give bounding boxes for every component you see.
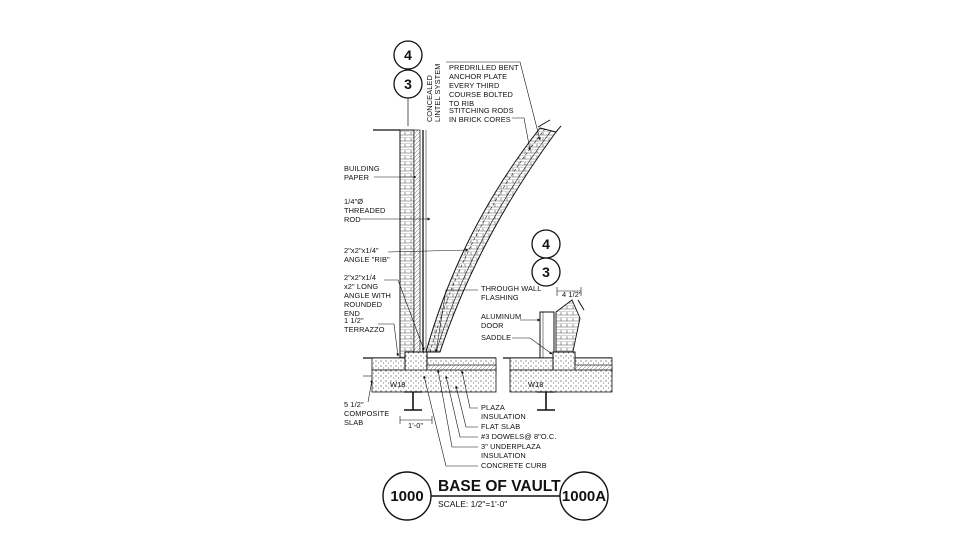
note-through-wall-flashing: THROUGH WALL FLASHING xyxy=(434,284,541,353)
svg-text:ALUMINUM: ALUMINUM xyxy=(481,312,521,321)
detail-scale: SCALE: 1/2"=1'-0" xyxy=(438,499,507,509)
svg-text:INSULATION: INSULATION xyxy=(481,451,526,460)
vault-arc xyxy=(425,119,562,353)
svg-text:1/4"Ø: 1/4"Ø xyxy=(344,197,363,206)
door-detail xyxy=(503,287,613,411)
svg-text:STITCHING RODS: STITCHING RODS xyxy=(449,106,514,115)
svg-text:END: END xyxy=(344,309,360,318)
svg-text:PREDRILLED BENT: PREDRILLED BENT xyxy=(449,63,519,72)
note-flat-slab: FLAT SLAB xyxy=(455,385,520,431)
note-stitching-rods: STITCHING RODS IN BRICK CORES xyxy=(449,106,532,151)
callout-top-lower: 3 xyxy=(404,76,412,92)
svg-text:SLAB: SLAB xyxy=(344,418,363,427)
svg-text:PLAZA: PLAZA xyxy=(481,403,505,412)
svg-text:2"x2"x1/4: 2"x2"x1/4 xyxy=(344,273,376,282)
svg-text:ANGLE "RIB": ANGLE "RIB" xyxy=(344,255,390,264)
svg-text:FLAT SLAB: FLAT SLAB xyxy=(481,422,520,431)
callout-top: 4 3 xyxy=(393,40,423,126)
callout-mid-upper: 4 xyxy=(542,236,550,252)
svg-text:COMPOSITE: COMPOSITE xyxy=(344,409,389,418)
note-long-angle: 2"x2"x1/4 x2" LONG ANGLE WITH ROUNDED EN… xyxy=(344,273,425,351)
callout-top-upper: 4 xyxy=(404,47,412,63)
svg-text:DOOR: DOOR xyxy=(481,321,504,330)
svg-text:ROUNDED: ROUNDED xyxy=(344,300,382,309)
svg-text:TERRAZZO: TERRAZZO xyxy=(344,325,385,334)
svg-text:PAPER: PAPER xyxy=(344,173,369,182)
svg-text:3" UNDERPLAZA: 3" UNDERPLAZA xyxy=(481,442,541,451)
ref-left: 1000 xyxy=(390,488,423,505)
svg-text:5 1/2": 5 1/2" xyxy=(344,400,364,409)
svg-text:2"x2"x1/4": 2"x2"x1/4" xyxy=(344,246,379,255)
svg-text:ANGLE WITH: ANGLE WITH xyxy=(344,291,391,300)
ref-right: 1000A xyxy=(562,488,606,505)
detail-title: BASE OF VAULT xyxy=(438,478,561,495)
beam-label-right: W18 xyxy=(528,380,544,389)
svg-text:ROD: ROD xyxy=(344,215,361,224)
note-aluminum-door: ALUMINUM DOOR xyxy=(481,312,541,330)
svg-text:x2" LONG: x2" LONG xyxy=(344,282,378,291)
note-anchor-plate: PREDRILLED BENT ANCHOR PLATE EVERY THIRD… xyxy=(446,61,541,141)
beam-label-left: W18 xyxy=(390,380,406,389)
svg-text:CONCEALED: CONCEALED xyxy=(425,75,434,122)
note-concrete-curb: CONCRETE CURB xyxy=(423,375,547,470)
svg-text:ANCHOR PLATE: ANCHOR PLATE xyxy=(449,72,507,81)
svg-text:FLASHING: FLASHING xyxy=(481,293,519,302)
svg-text:BUILDING: BUILDING xyxy=(344,164,380,173)
note-underplaza-insulation: 3" UNDERPLAZA INSULATION xyxy=(436,369,541,460)
svg-text:SADDLE: SADDLE xyxy=(481,333,511,342)
svg-text:INSULATION: INSULATION xyxy=(481,412,526,421)
svg-text:#3 DOWELS@ 8"O.C.: #3 DOWELS@ 8"O.C. xyxy=(481,432,557,441)
svg-text:LINTEL SYSTEM: LINTEL SYSTEM xyxy=(433,63,442,122)
callout-mid-lower: 3 xyxy=(542,264,550,280)
svg-text:COURSE BOLTED: COURSE BOLTED xyxy=(449,90,513,99)
note-angle-rib: 2"x2"x1/4" ANGLE "RIB" xyxy=(344,246,469,264)
svg-text:THREADED: THREADED xyxy=(344,206,385,215)
note-composite-slab: 5 1/2" COMPOSITE SLAB xyxy=(344,379,389,427)
dimension-4-half: 4 1/2" xyxy=(562,290,582,299)
svg-text:IN BRICK CORES: IN BRICK CORES xyxy=(449,115,511,124)
svg-text:THROUGH WALL: THROUGH WALL xyxy=(481,284,541,293)
note-building-paper: BUILDING PAPER xyxy=(344,164,417,182)
note-threaded-rod: 1/4"Ø THREADED ROD xyxy=(344,197,431,224)
svg-text:TO RIB: TO RIB xyxy=(449,99,474,108)
note-terrazzo: 1 1/2" TERRAZZO xyxy=(344,316,400,357)
svg-text:1 1/2": 1 1/2" xyxy=(344,316,364,325)
svg-text:CONCRETE CURB: CONCRETE CURB xyxy=(481,461,547,470)
svg-text:EVERY THIRD: EVERY THIRD xyxy=(449,81,499,90)
note-plaza-insulation: PLAZA INSULATION xyxy=(461,370,526,421)
title-block: 1000 BASE OF VAULT SCALE: 1/2"=1'-0" 100… xyxy=(382,471,609,521)
note-saddle: SADDLE xyxy=(481,333,553,355)
concealed-lintel-label: CONCEALED LINTEL SYSTEM xyxy=(425,63,442,122)
dimension-1-0: 1'-0" xyxy=(408,421,423,430)
callout-mid: 4 3 xyxy=(531,229,561,287)
note-dowels: #3 DOWELS@ 8"O.C. xyxy=(445,375,557,441)
